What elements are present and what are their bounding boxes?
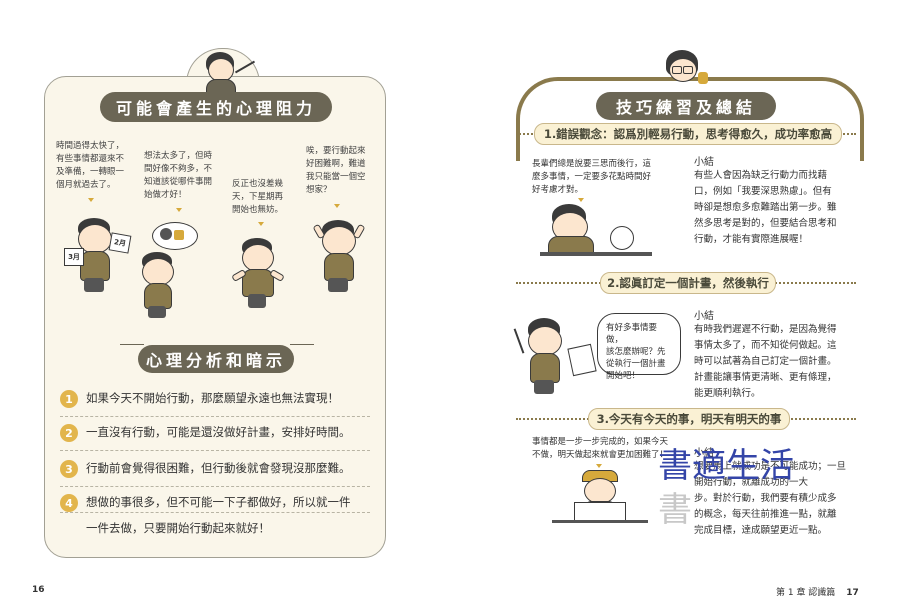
publisher-watermark-faded: 書	[658, 490, 692, 530]
boy-with-calendars: 3月 2月	[64, 218, 134, 298]
chapter-label: 第 1 章 認識篇	[776, 588, 836, 598]
glasses-girl-illustration	[660, 50, 710, 90]
bubble-1-arrow	[88, 198, 94, 202]
bubble-4-arrow	[334, 204, 340, 208]
section2-speech-bubble: 有好多事情要做， 該怎麼辦呢？先 從執行一個計畫 開始吧！	[597, 313, 681, 381]
analysis-title-line-right	[290, 344, 314, 345]
teacher-illustration	[198, 52, 258, 93]
section3-summary: 想要馬上就成功是不可能成功；一旦 開始行動，就離成功的一大 步。對於行動，我們要…	[694, 461, 847, 536]
right-page-number: 17	[846, 588, 859, 598]
boy-frustrated	[310, 218, 370, 298]
list-item: 1 如果今天不開始行動，那麼願望永遠也無法實現！	[60, 386, 370, 417]
section3-bubble-arrow	[596, 464, 602, 468]
analysis-title-line-left	[120, 344, 144, 345]
plan-paper	[567, 343, 597, 377]
item-text: 如果今天不開始行動，那麼願望永遠也無法實現！	[86, 391, 339, 405]
analysis-title: 心理分析和暗示	[138, 345, 294, 373]
item-number: 1	[60, 390, 78, 408]
item-number: 3	[60, 460, 78, 478]
boy-resting-desk	[540, 204, 660, 260]
item-text: 行動前會覺得很困難，但行動後就會發現沒那麼難。	[86, 461, 351, 475]
section2-summary: 有時我們遲遲不行動，是因為覺得 事情太多了，而不知從何做起。這 時可以試著為自己…	[694, 324, 837, 399]
item-text: 一直沒有行動，可能是還沒做好計畫，安排好時間。	[86, 425, 351, 439]
open-book	[574, 502, 626, 522]
section1-summary: 有些人會因為缺乏行動力而找藉 口，例如「我要深思熟慮」。但有 時卻是想愈多愈難踏…	[694, 170, 837, 245]
item-text: 想做的事很多，但不可能一下子都做好，所以就一件	[86, 495, 351, 509]
section2-summary-label: 小結	[694, 311, 714, 322]
section3-bubble-text: 事情都是一步一步完成的，如果今天 不做，明天做起來就會更加困難了！	[532, 437, 669, 460]
list-item: 4 想做的事很多，但不可能一下子都做好，所以就一件 一件去做，只要開始行動起來就…	[60, 490, 370, 542]
section2-heading: 2.認眞訂定一個計畫，然後執行	[600, 272, 776, 294]
section1-bubble-arrow	[578, 198, 584, 202]
calendar-february: 2月	[108, 232, 132, 254]
item-number: 2	[60, 424, 78, 442]
boy-reading-book	[552, 470, 652, 526]
section3-summary-label: 小結	[694, 448, 714, 459]
left-title: 可能會產生的心理阻力	[100, 92, 332, 122]
boy-with-plan	[513, 318, 600, 400]
bubble-1: 時間過得太快了，有些事情都還來不 及準備，一轉眼一個月就過去了。	[56, 141, 125, 190]
item-number: 4	[60, 494, 78, 512]
item-text-continued: 一件去做，只要開始行動起來就好！	[86, 521, 270, 535]
right-footer: 第 1 章 認識篇 17	[776, 585, 859, 598]
section1-bubble-text: 長輩們總是說要三思而後行，這 麼多事情，一定要多花點時間好 好考慮才對。	[532, 159, 652, 195]
bubble-2-arrow	[176, 208, 182, 212]
publisher-watermark: 書適生活	[658, 446, 794, 486]
left-page-number: 16	[32, 585, 45, 595]
list-item: 3 行動前會覺得很困難，但行動後就會發現沒那麼難。	[60, 456, 370, 487]
item4-divider	[60, 512, 370, 513]
section1-heading: 1.錯誤觀念：認爲別輕易行動，思考得愈久，成功率愈高	[534, 123, 842, 145]
boy-shrugging	[228, 238, 288, 318]
list-item: 2 一直沒有行動，可能是還沒做好計畫，安排好時間。	[60, 420, 370, 451]
alarm-clock	[610, 226, 634, 250]
calendar-march: 3月	[64, 248, 84, 266]
bubble-3-arrow	[258, 222, 264, 226]
right-title: 技巧練習及總結	[596, 92, 776, 120]
bubble-4: 唉，要行動起來好困難啊，難道 我只能當一個空想家？	[306, 146, 366, 195]
bubble-2: 想法太多了，但時間好像不夠多，不 知道該從哪件事開始做才好！	[144, 151, 213, 200]
section3-heading: 3.今天有今天的事，明天有明天的事	[588, 408, 790, 430]
left-panel	[44, 76, 386, 558]
section1-summary-label: 小結	[694, 157, 714, 168]
boy-thinking	[138, 222, 208, 322]
bubble-3: 反正也沒差幾天，下星期再 開始也無妨。	[232, 179, 284, 215]
